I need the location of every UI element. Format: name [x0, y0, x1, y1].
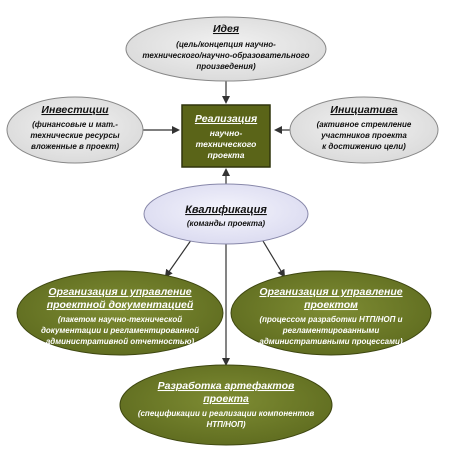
artifacts-ellipse	[119, 364, 333, 446]
project-mgmt-title-2: проектом	[304, 299, 358, 311]
initiative-desc-3: к достижению цели)	[322, 142, 406, 151]
idea-desc-2: технического/научно-образовательного	[142, 51, 309, 60]
realization-title: Реализация	[195, 113, 257, 125]
artifacts-title-1: Разработка артефактов	[158, 380, 295, 392]
investments-ellipse	[6, 96, 144, 164]
project-mgmt-title-1: Организация и управление	[259, 286, 402, 298]
artifacts-desc-1: (спецификации и реализации компонентов	[138, 409, 315, 418]
realization-box	[181, 104, 271, 168]
realization-desc-1: научно-	[210, 128, 243, 138]
realization-desc-2: технического	[196, 139, 257, 149]
documentation-desc-1: (пакетом научно-технической	[58, 315, 182, 324]
investments-desc-1: (финансовые и мат.-	[32, 120, 118, 129]
qualification-title: Квалификация	[185, 204, 267, 216]
documentation-ellipse	[16, 270, 224, 356]
arrow-qualification-to-project-mgmt	[259, 235, 286, 278]
investments-desc-3: вложенные в проект)	[31, 142, 119, 151]
idea-desc-1: (цель/концепция научно-	[176, 40, 276, 49]
project-mgmt-desc-3: административными процессами)	[259, 337, 403, 346]
artifacts-desc-2: НТП/НОП)	[206, 420, 245, 429]
idea-title: Идея	[213, 23, 239, 35]
connectors	[140, 80, 292, 366]
documentation-title-1: Организация и управление	[48, 286, 191, 298]
realization-desc-3: проекта	[208, 150, 245, 160]
node-investments: Инвестиции (финансовые и мат.- техническ…	[6, 96, 144, 164]
initiative-ellipse	[289, 96, 439, 164]
initiative-title: Инициатива	[330, 104, 397, 116]
node-idea: Идея (цель/концепция научно- техническог…	[125, 16, 327, 82]
qualification-desc-1: (команды проекта)	[187, 219, 266, 228]
documentation-desc-2: документации и регламентированной	[41, 326, 199, 335]
project-mgmt-ellipse	[230, 270, 432, 356]
node-documentation: Организация и управление проектной докум…	[16, 270, 224, 356]
initiative-desc-1: (активное стремление	[317, 120, 412, 129]
investments-title: Инвестиции	[41, 104, 109, 116]
artifacts-title-2: проекта	[203, 393, 249, 405]
node-qualification: Квалификация (команды проекта)	[143, 183, 309, 245]
documentation-title-2: проектной документацией	[47, 299, 194, 311]
arrow-qualification-to-documentation	[164, 235, 195, 278]
node-realization: Реализация научно- технического проекта	[181, 104, 271, 168]
node-project-mgmt: Организация и управление проектом (проце…	[230, 270, 432, 356]
idea-desc-3: произведения)	[196, 62, 256, 71]
node-initiative: Инициатива (активное стремление участник…	[289, 96, 439, 164]
investments-desc-2: технические ресурсы	[30, 131, 119, 140]
project-mgmt-desc-1: (процессом разработки НТП/НОП и	[259, 315, 402, 324]
node-artifacts: Разработка артефактов проекта (специфика…	[119, 364, 333, 446]
qualification-ellipse	[143, 183, 309, 245]
project-mgmt-desc-2: регламентированными	[282, 326, 380, 335]
idea-ellipse	[125, 16, 327, 82]
documentation-desc-3: административной отчетностью)	[46, 337, 195, 346]
initiative-desc-2: участников проекта	[320, 131, 407, 140]
